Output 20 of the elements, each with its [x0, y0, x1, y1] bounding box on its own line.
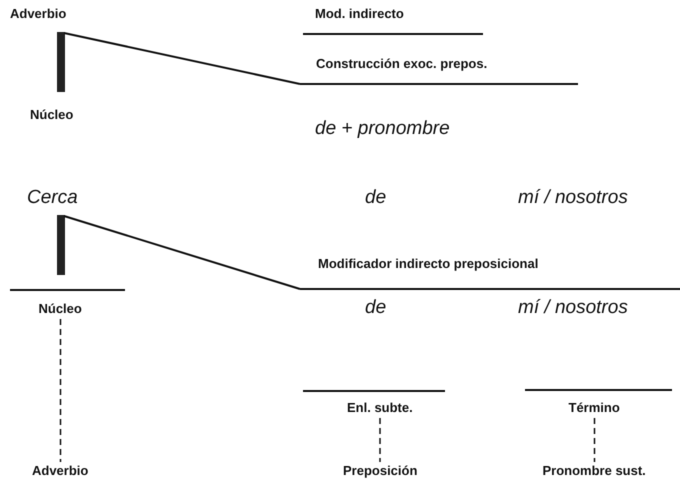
dashed-line — [379, 418, 381, 462]
function-label: Mod. indirecto — [315, 7, 404, 22]
function-label: Modificador indirecto preposicional — [318, 257, 538, 272]
sentence-word: de — [365, 297, 386, 319]
function-label: Construcción exoc. prepos. — [316, 57, 488, 72]
category-label: Adverbio — [32, 464, 88, 479]
sentence-word: de — [365, 187, 386, 209]
sentence-word: mí / nosotros — [518, 297, 628, 319]
function-label: Núcleo — [38, 302, 82, 317]
function-label: Núcleo — [30, 108, 74, 123]
word-label: Adverbio — [10, 7, 66, 22]
function-label: Término — [568, 401, 620, 416]
sentence-word: Cerca — [27, 187, 78, 209]
dashed-line — [594, 418, 596, 462]
category-label: Pronombre sust. — [542, 464, 646, 479]
category-label: Preposición — [343, 464, 418, 479]
formula-text: de + pronombre — [315, 118, 450, 140]
function-label: Enl. subte. — [347, 401, 413, 416]
sentence-word: mí / nosotros — [518, 187, 628, 209]
dashed-line — [60, 319, 62, 462]
